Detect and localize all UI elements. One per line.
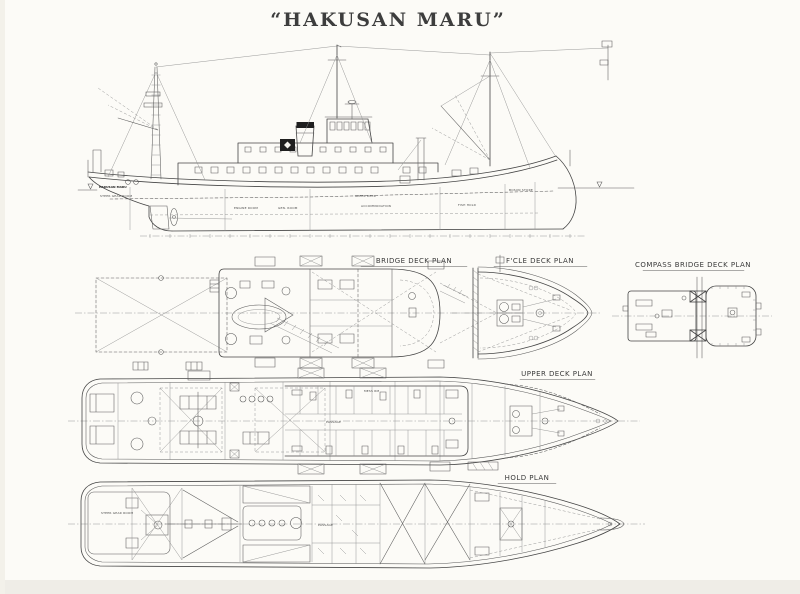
- upper-deck-plan-title: UPPER DECK PLAN: [521, 370, 593, 378]
- sheet-edge-shade-left: [0, 0, 5, 594]
- label-passage-upper: PASSAGE: [326, 420, 341, 424]
- masts-and-rigging: [97, 40, 613, 181]
- stern-davit-plan: [75, 275, 512, 371]
- label-fish-hold: FISH HOLD: [458, 203, 477, 207]
- label-steer-gear-room-hold: STEER GEAR ROOM: [101, 511, 133, 515]
- sheet-edge-shade: [0, 580, 800, 594]
- label-gen-room: GEN. ROOM: [278, 206, 298, 210]
- focsle-deck-plan: F'CLE DECK PLAN: [452, 254, 602, 360]
- profile-labels: HAKUSAN MARU STEER GEAR ROOM ENGINE ROOM…: [99, 185, 533, 210]
- hold-plan: HOLD PLAN STEER GEAR ROOM PASSAGE: [68, 474, 645, 569]
- label-mess-rm: MESS RM: [364, 389, 380, 393]
- compass-bridge-deck-plan-title: COMPASS BRIDGE DECK PLAN: [635, 261, 751, 269]
- hull-outline: [77, 155, 635, 238]
- bridge-deck-plan: BRIDGE DECK PLAN: [209, 255, 498, 369]
- bridge-deck-plan-title: BRIDGE DECK PLAN: [376, 257, 452, 265]
- label-passage-hold: PASSAGE: [318, 523, 333, 527]
- label-bosun-store: BOSUN STORE: [509, 188, 533, 192]
- label-engine-room: ENGINE ROOM: [234, 206, 258, 210]
- hold-plan-title: HOLD PLAN: [505, 474, 550, 482]
- profile-view: HAKUSAN MARU STEER GEAR ROOM ENGINE ROOM…: [77, 40, 635, 238]
- drawing-title: “HAKUSAN MARU”: [270, 9, 506, 31]
- stern-ship-name: HAKUSAN MARU: [99, 185, 127, 189]
- compass-bridge-deck-plan: COMPASS BRIDGE DECK PLAN: [612, 261, 772, 359]
- label-steer-gear-room: STEER GEAR ROOM: [100, 194, 132, 198]
- superstructure: [87, 100, 479, 186]
- focsle-deck-plan-title: F'CLE DECK PLAN: [506, 257, 574, 265]
- label-accommodation: ACCOMMODATION: [361, 204, 391, 208]
- upper-deck-plan: UPPER DECK PLAN PASSAGE MESS RM: [68, 367, 640, 475]
- label-upper-deck: UPPER DECK: [355, 194, 377, 198]
